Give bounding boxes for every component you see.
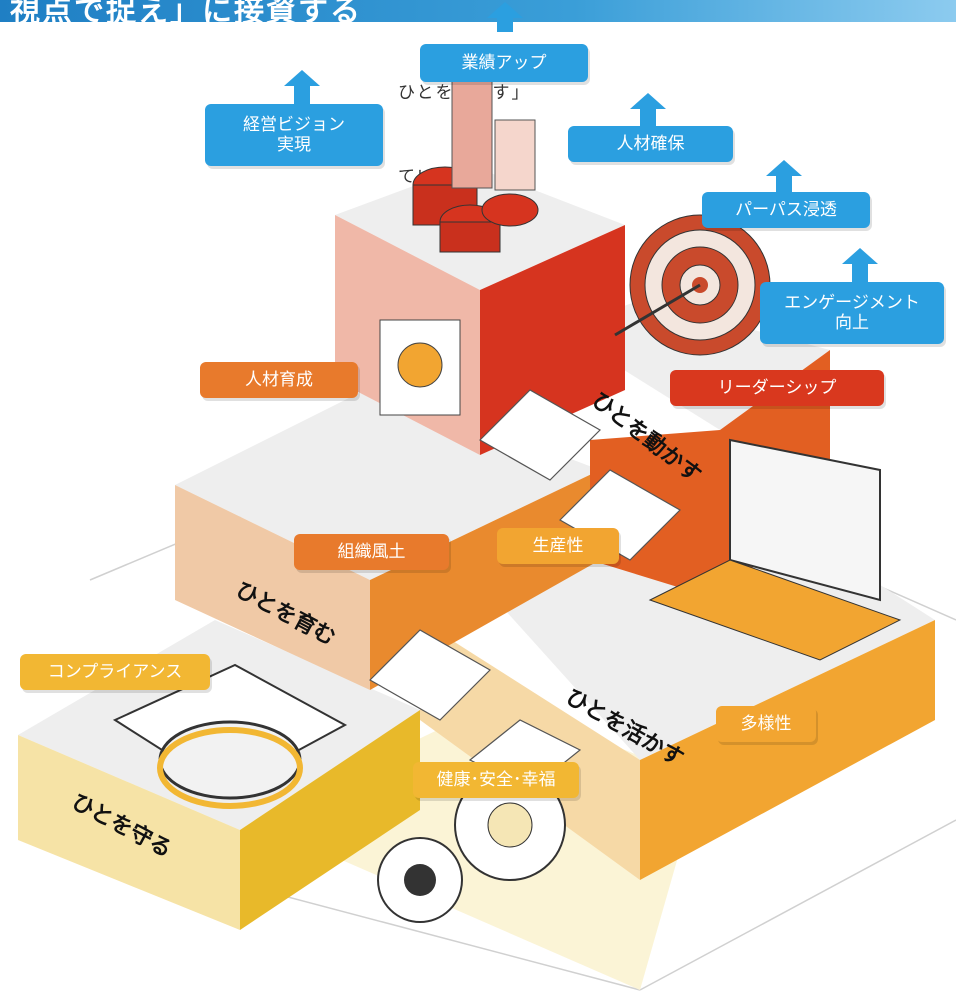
theme-productivity: 生産性 [497,528,619,564]
goal-vision-line1: 経営ビジョン [243,114,345,135]
bar-chart-blocks [451,77,536,191]
arrow-stem-vision [294,80,310,104]
arrow-up-icon [630,93,666,109]
arrow-up-icon [487,2,523,18]
arrow-stem-engagement [852,258,868,282]
target-board [614,214,771,356]
presentation-board [379,319,461,416]
theme-development: 人材育成 [200,362,358,398]
arrow-up-icon [284,70,320,86]
banner-title: 視点で捉え」に接資する [10,0,362,29]
theme-compliance: コンプライアンス [20,654,210,690]
theme-leadership: リーダーシップ [670,370,884,406]
goal-vision-line2: 実現 [277,135,311,155]
goal-vision: 経営ビジョン 実現 [205,104,383,166]
arrow-stem-talent [640,103,656,127]
goal-engagement-line1: エンゲージメント [784,292,920,313]
theme-culture: 組織風土 [294,534,449,570]
stairs [369,389,681,791]
goal-engagement: エンゲージメント 向上 [760,282,944,344]
theme-diversity: 多様性 [716,706,816,742]
arrow-up-icon [842,248,878,264]
goal-talent-acquisition: 人材確保 [568,126,733,162]
coin-stacks [412,166,539,253]
goal-purpose: パーパス浸透 [702,192,870,228]
laptop [648,438,902,661]
header-banner: 視点で捉え」に接資する [0,0,956,29]
arrow-up-icon [766,160,802,176]
goal-performance: 業績アップ [420,44,588,82]
theme-wellbeing: 健康･安全･幸福 [413,762,579,798]
clipboard-clock [112,663,348,809]
goal-engagement-line2: 向上 [835,313,869,333]
